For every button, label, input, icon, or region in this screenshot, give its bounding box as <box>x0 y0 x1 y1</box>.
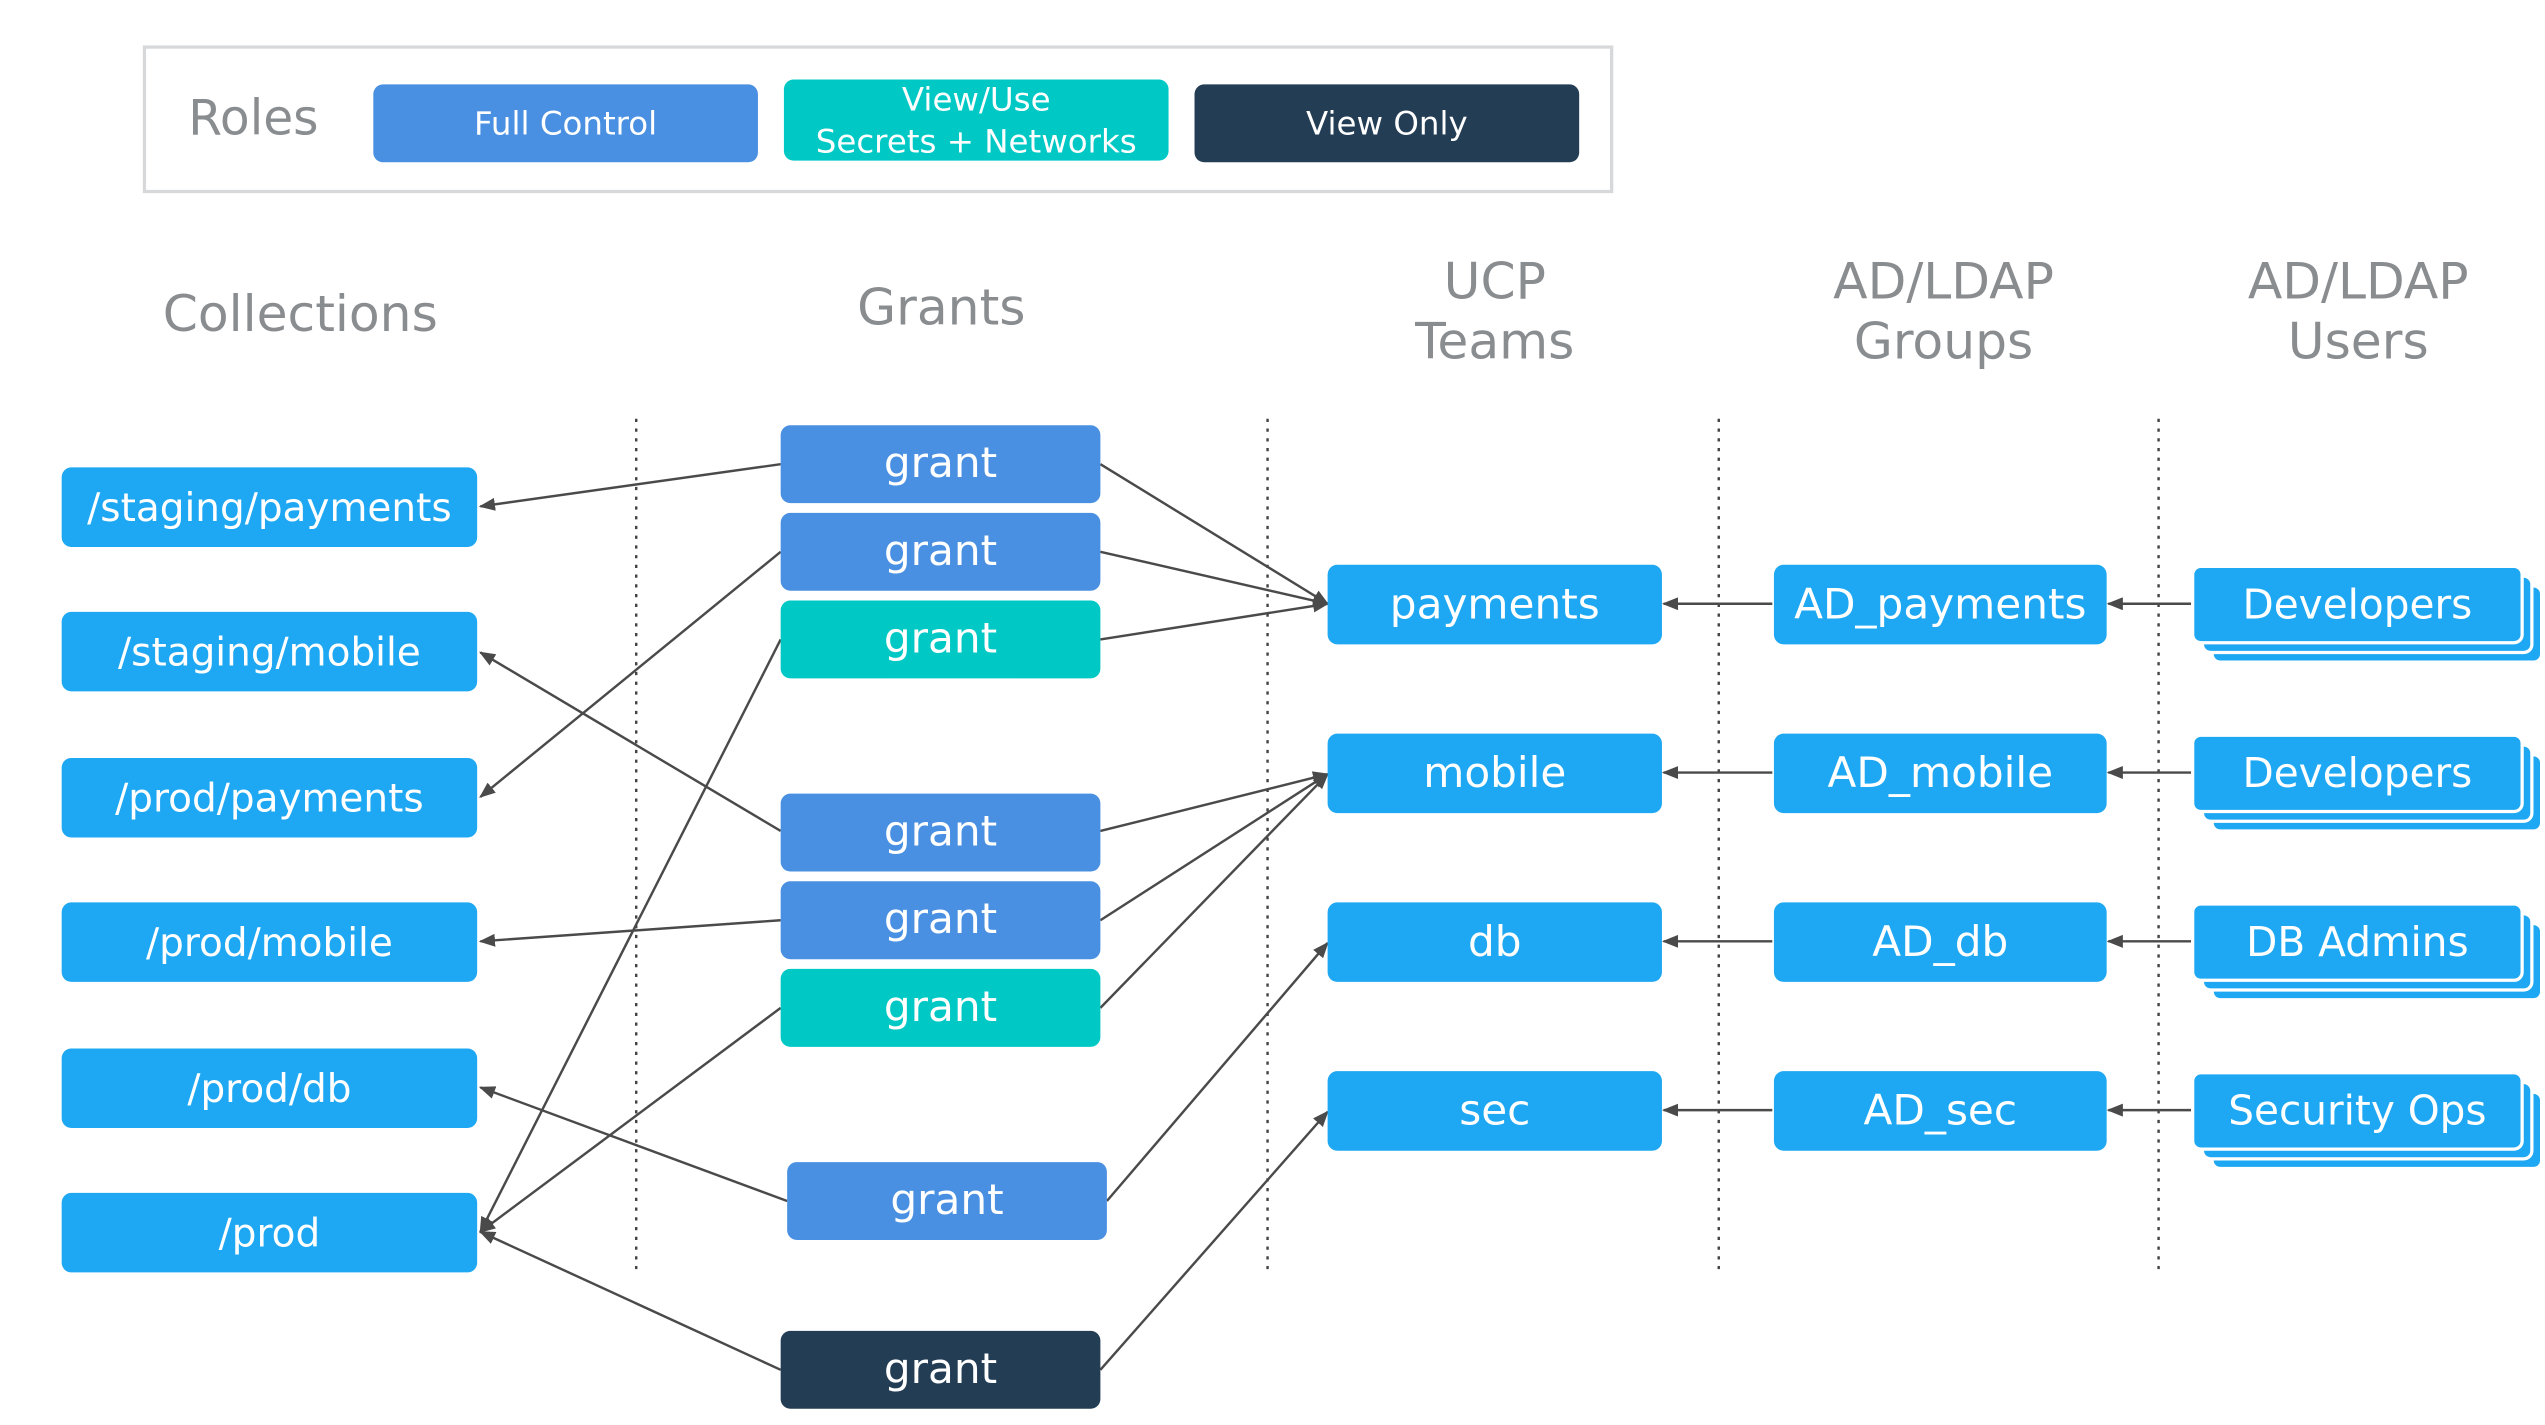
collection-prod: /prod <box>61 1192 478 1273</box>
grant-box: grant <box>780 881 1101 960</box>
role-view-only: View Only <box>1194 84 1580 163</box>
group-ad-sec: AD_sec <box>1773 1071 2107 1151</box>
roles-legend <box>142 45 1614 194</box>
grant-box: grant <box>780 425 1101 504</box>
grant-box: grant <box>780 1330 1101 1409</box>
connector-arrow <box>1100 550 1330 607</box>
grant-box: grant <box>780 512 1101 591</box>
connector-arrow <box>479 1006 782 1233</box>
group-ad-db: AD_db <box>1773 902 2107 982</box>
team-db: db <box>1327 902 1662 982</box>
connector-arrow <box>1100 599 1330 641</box>
teams-heading: UCP Teams <box>1415 253 1575 372</box>
connector-arrow <box>478 1230 782 1371</box>
connector-arrow <box>1099 463 1329 605</box>
grant-box: grant <box>787 1162 1107 1240</box>
connector-arrow <box>1099 773 1329 1009</box>
groups-heading: AD/LDAP Groups <box>1833 253 2054 372</box>
group-ad-payments: AD_payments <box>1773 564 2107 645</box>
group-ad-mobile: AD_mobile <box>1773 733 2107 814</box>
users-security-ops: Security Ops <box>2191 1071 2524 1151</box>
connector-arrow <box>1100 771 1330 833</box>
team-sec: sec <box>1327 1071 1662 1151</box>
collections-heading: Collections <box>162 285 438 345</box>
users-developers-mobile: Developers <box>2191 733 2524 814</box>
collection-prod-db: /prod/db <box>61 1048 478 1128</box>
collection-staging-payments: /staging/payments <box>61 467 478 547</box>
team-payments: payments <box>1327 564 1662 645</box>
connector-arrow <box>479 638 782 1234</box>
connector-arrow <box>478 919 781 947</box>
connector-arrow <box>478 1086 788 1203</box>
legend-title: Roles <box>188 90 319 148</box>
grant-box: grant <box>780 600 1101 679</box>
connector-arrow <box>1105 941 1329 1202</box>
role-full-control: Full Control <box>373 84 758 163</box>
role-view-use: View/Use Secrets + Networks <box>783 79 1169 161</box>
users-heading: AD/LDAP Users <box>2247 253 2469 372</box>
collection-staging-mobile: /staging/mobile <box>61 611 478 692</box>
connector-arrow <box>479 651 782 833</box>
team-mobile: mobile <box>1327 733 1662 814</box>
grant-box: grant <box>780 793 1101 872</box>
collection-prod-payments: /prod/payments <box>61 757 478 838</box>
users-db-admins: DB Admins <box>2191 902 2524 982</box>
grants-heading: Grants <box>857 279 1026 338</box>
connector-arrow <box>1099 1110 1329 1371</box>
connector-arrow <box>478 462 781 511</box>
users-developers-payments: Developers <box>2191 564 2524 645</box>
collection-prod-mobile: /prod/mobile <box>61 902 478 982</box>
connector-arrow <box>1099 773 1329 922</box>
grant-box: grant <box>780 968 1101 1047</box>
connector-arrow <box>479 550 782 798</box>
